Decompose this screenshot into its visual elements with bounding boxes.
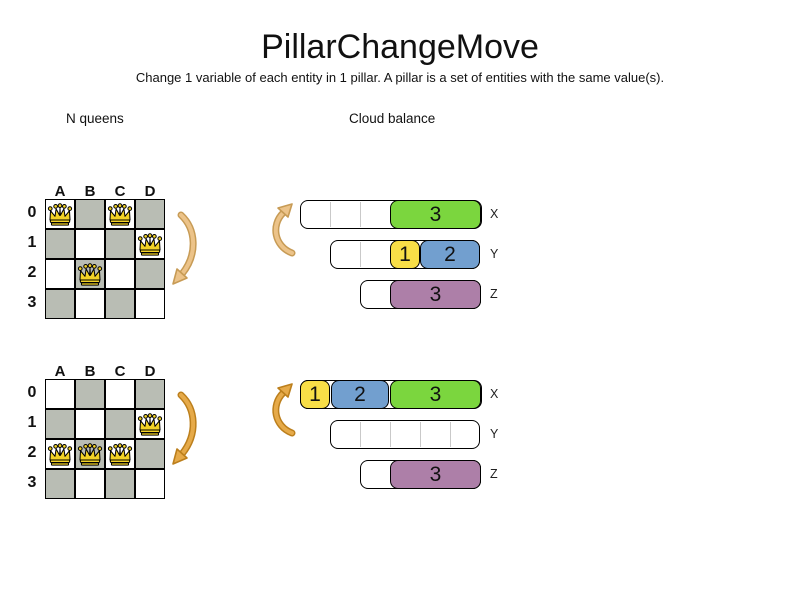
bar-label: Y: [490, 247, 499, 261]
board-cell: [135, 259, 165, 289]
board-cell: [75, 229, 105, 259]
bar-segment: 1: [390, 240, 420, 269]
board-row-label: 0: [27, 204, 37, 221]
board-row-label: 3: [27, 294, 37, 311]
board-row-label: 2: [27, 444, 37, 461]
board-cell: [135, 409, 165, 439]
board-col-label: A: [54, 183, 66, 200]
board-row-label: 1: [27, 414, 37, 431]
board-cell: [75, 199, 105, 229]
board-col-label: B: [84, 183, 96, 200]
board-cell: [105, 409, 135, 439]
board-col-label: A: [54, 363, 66, 380]
bar-divider: [390, 422, 391, 447]
queen-icon: [47, 203, 73, 226]
board-cell: [135, 469, 165, 499]
board-cell: [75, 469, 105, 499]
queen-icon: [137, 413, 163, 436]
bar-divider: [360, 242, 361, 267]
board-cell: [105, 439, 135, 469]
board-cell: [75, 289, 105, 319]
board-cell: [105, 199, 135, 229]
bar-segment: 3: [390, 460, 481, 489]
queen-icon: [47, 443, 73, 466]
bar-y-after: [330, 420, 480, 449]
bar-divider: [420, 422, 421, 447]
page-subtitle: Change 1 variable of each entity in 1 pi…: [135, 70, 665, 85]
bar-segment: 3: [390, 380, 481, 409]
bar-label: X: [490, 207, 499, 221]
bar-divider: [450, 422, 451, 447]
queen-icon: [107, 203, 133, 226]
queen-icon: [77, 263, 103, 286]
board-cell: [45, 409, 75, 439]
move-arrow-cloud-before-icon: [263, 201, 305, 264]
board-cell: [105, 469, 135, 499]
board-cell: [135, 289, 165, 319]
bar-segment: 2: [331, 380, 389, 409]
bar-divider: [360, 422, 361, 447]
board-col-label: C: [114, 183, 126, 200]
queen-icon: [137, 233, 163, 256]
queen-icon: [77, 443, 103, 466]
board-cell: [75, 439, 105, 469]
board-col-label: D: [144, 183, 156, 200]
board-cell: [135, 439, 165, 469]
move-arrow-board-before-icon: [166, 208, 206, 293]
bar-segment: 1: [300, 380, 330, 409]
board-cell: [105, 229, 135, 259]
board-cell: [45, 259, 75, 289]
section-label-nqueens: N queens: [66, 111, 124, 126]
bar-divider: [330, 202, 331, 227]
move-arrow-board-after-icon: [166, 388, 206, 473]
board-cell: [135, 379, 165, 409]
board-cell: [45, 199, 75, 229]
board-cell: [105, 259, 135, 289]
board-col-label: D: [144, 363, 156, 380]
board-row-label: 0: [27, 384, 37, 401]
board-row-label: 2: [27, 264, 37, 281]
board-col-label: B: [84, 363, 96, 380]
board-cell: [75, 379, 105, 409]
board-cell: [105, 379, 135, 409]
board-cell: [105, 289, 135, 319]
bar-segment: 3: [390, 280, 481, 309]
board-cell: [75, 409, 105, 439]
bar-divider: [360, 202, 361, 227]
bar-segment: 2: [420, 240, 480, 269]
move-arrow-cloud-after-icon: [263, 381, 305, 444]
board-cell: [45, 379, 75, 409]
bar-label: Z: [490, 287, 498, 301]
board-cell: [45, 469, 75, 499]
board-cell: [75, 259, 105, 289]
section-label-cloud-balance: Cloud balance: [349, 111, 436, 126]
board-row-label: 3: [27, 474, 37, 491]
queen-icon: [107, 443, 133, 466]
board-cell: [135, 199, 165, 229]
page-title: PillarChangeMove: [261, 28, 539, 66]
board-cell: [45, 439, 75, 469]
bar-label: X: [490, 387, 499, 401]
bar-segment: 3: [390, 200, 481, 229]
bar-label: Y: [490, 427, 499, 441]
board-cell: [45, 289, 75, 319]
bar-label: Z: [490, 467, 498, 481]
board-cell: [135, 229, 165, 259]
board-cell: [45, 229, 75, 259]
board-col-label: C: [114, 363, 126, 380]
board-row-label: 1: [27, 234, 37, 251]
